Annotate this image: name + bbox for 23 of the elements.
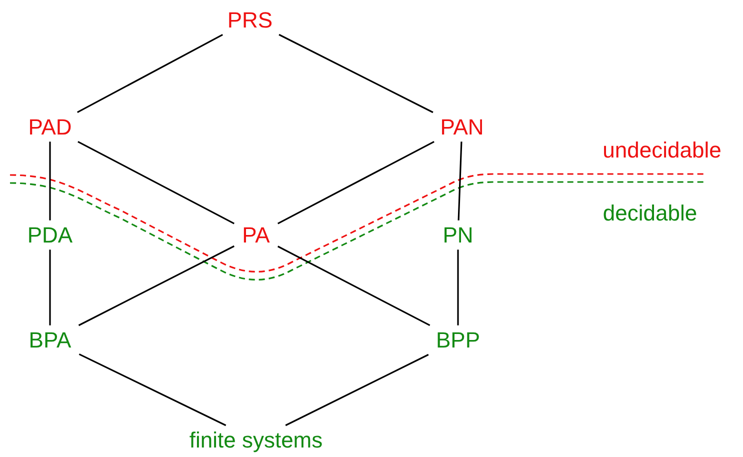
connector-line <box>78 245 234 326</box>
connector-line <box>78 140 235 224</box>
connector-line <box>77 34 223 114</box>
node-label: BPP <box>428 325 488 355</box>
connector-line <box>458 142 462 220</box>
connector-line <box>278 34 434 114</box>
node-label: PN <box>434 220 482 250</box>
node-label: PA <box>234 220 278 250</box>
node-label: finite systems <box>181 425 331 455</box>
connector-line <box>49 142 51 220</box>
region-label: undecidable <box>602 137 722 163</box>
connector-line <box>285 354 429 426</box>
node-label: PRS <box>219 5 281 35</box>
node-label: PAD <box>20 112 80 142</box>
region-label: decidable <box>602 200 698 226</box>
connector-line <box>49 250 51 326</box>
connector-line <box>277 140 434 224</box>
node-label: PAN <box>432 112 492 142</box>
connector-line <box>78 353 226 426</box>
connector-line <box>278 246 430 326</box>
node-label: PDA <box>19 220 81 250</box>
connector-line <box>457 250 459 326</box>
node-label: BPA <box>20 325 80 355</box>
